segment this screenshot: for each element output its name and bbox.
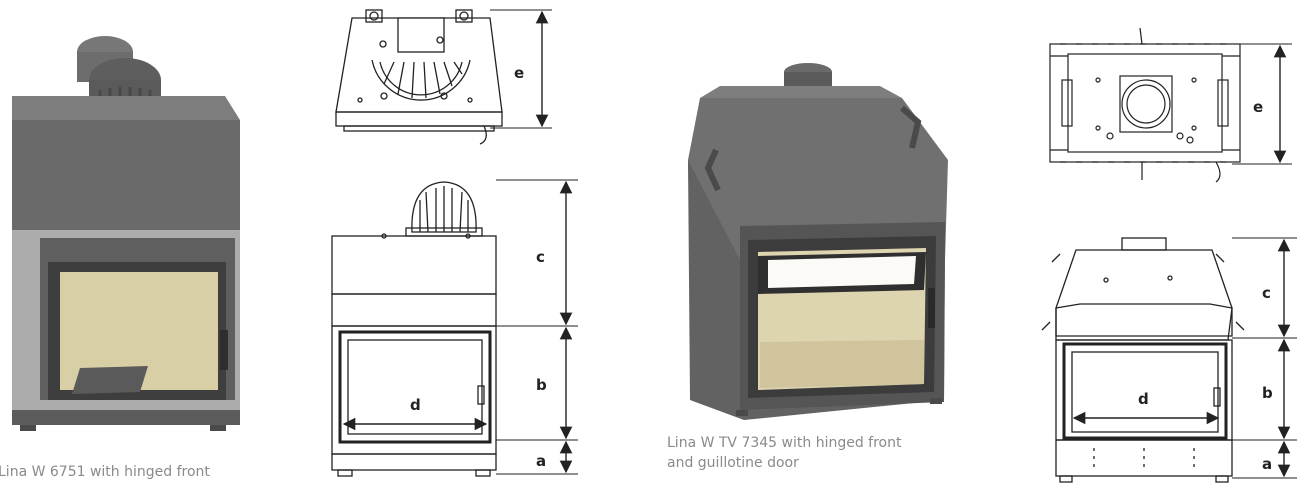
dim-label-a-1: a xyxy=(536,452,546,470)
product-photo-lina-w-tv-7345 xyxy=(688,63,948,420)
dim-label-d-2: d xyxy=(1138,390,1149,408)
drawing-front-view-1 xyxy=(331,181,497,477)
caption-line-1: Lina W TV 7345 with hinged front xyxy=(667,435,902,451)
caption-lina-w-tv-7345: Lina W TV 7345 with hinged front and gui… xyxy=(667,433,901,473)
dimension-cba-1 xyxy=(496,179,578,475)
dimension-e-2 xyxy=(1232,43,1292,165)
caption-line-2: and guillotine door xyxy=(667,455,799,471)
dim-label-e-1: e xyxy=(514,64,524,82)
dim-label-c-2: c xyxy=(1262,284,1271,302)
caption-lina-w-6751: Lina W 6751 with hinged front xyxy=(0,464,210,480)
dimension-cba-2 xyxy=(1232,237,1297,479)
dim-label-b-1: b xyxy=(536,376,547,394)
dim-label-c-1: c xyxy=(536,248,545,266)
dimension-e-1 xyxy=(490,9,552,129)
drawing-top-view-1 xyxy=(335,9,503,145)
dim-label-b-2: b xyxy=(1262,384,1273,402)
drawing-front-view-2 xyxy=(1041,237,1245,483)
dim-label-a-2: a xyxy=(1262,455,1272,473)
dim-label-d-1: d xyxy=(410,396,421,414)
drawing-top-view-2 xyxy=(1049,27,1241,183)
product-photo-lina-w-6751 xyxy=(12,36,240,431)
dim-label-e-2: e xyxy=(1253,98,1263,116)
